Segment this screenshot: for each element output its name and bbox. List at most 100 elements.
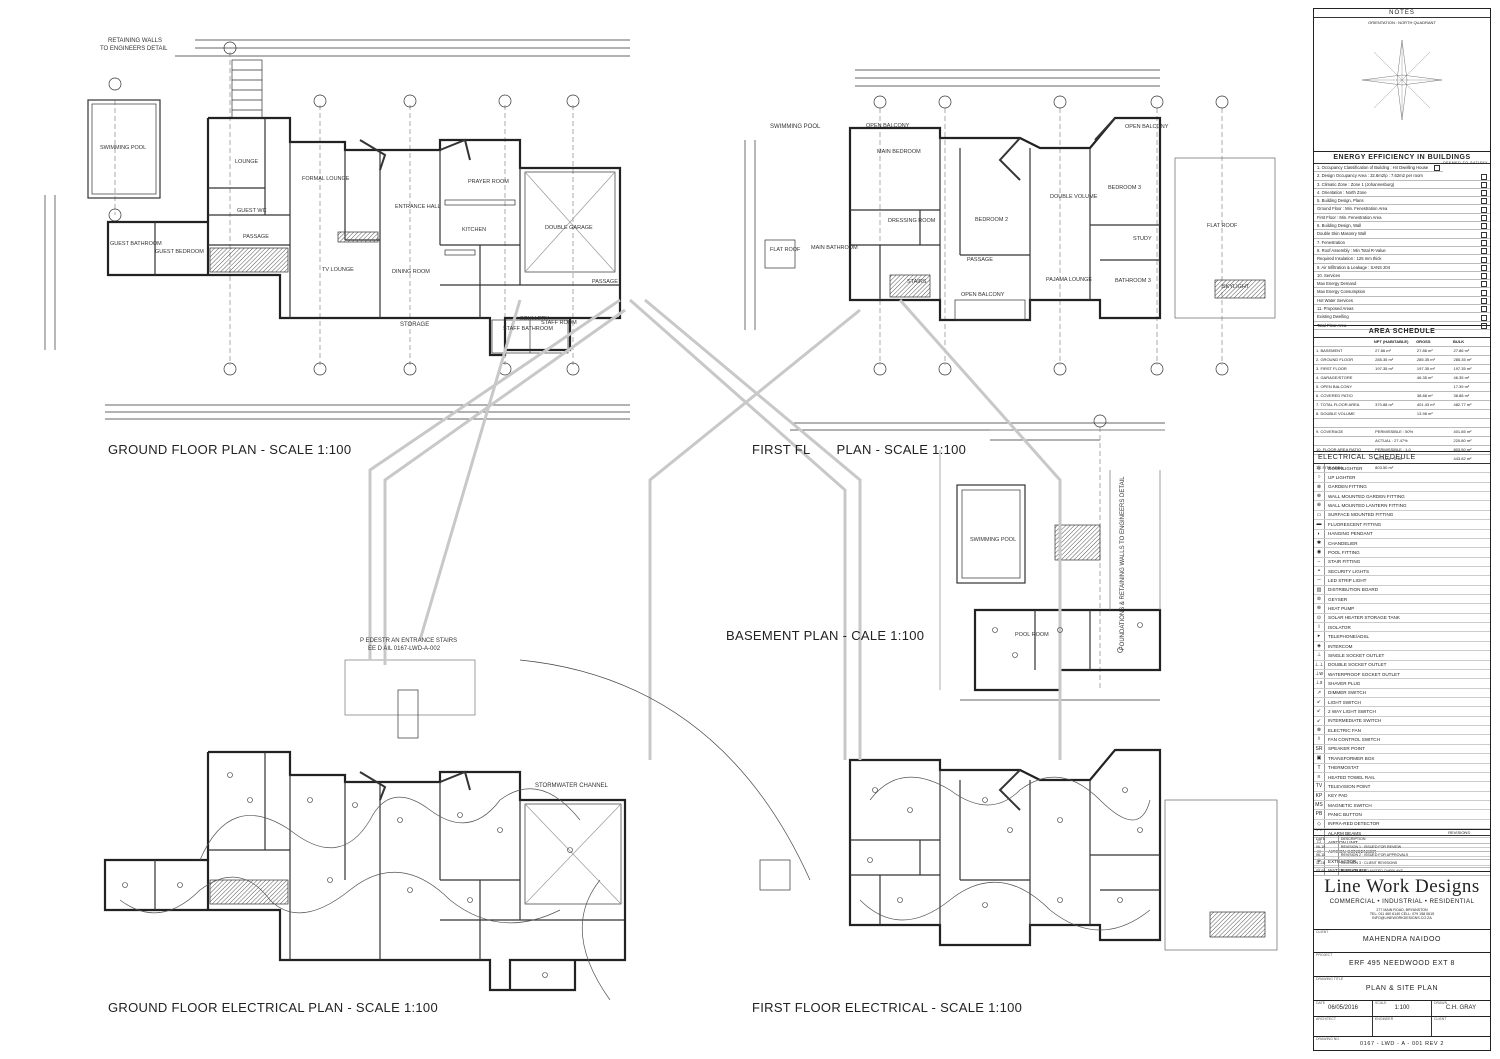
basement-plan-title: BASEMENT PLAN - CALE 1:100	[726, 628, 924, 643]
swimming-pool-ff-note: SWIMMING POOL	[770, 124, 821, 130]
electrical-symbol-icon: ⊙	[1314, 613, 1325, 623]
room-label: GUEST BATHROOM	[110, 241, 162, 247]
area-cell	[1417, 383, 1454, 391]
energy-row: Max Energy Consumption	[1314, 288, 1490, 297]
electrical-row-label: STAIR FITTING	[1328, 559, 1361, 565]
area-cell: 46.35 m²	[1416, 375, 1433, 380]
electrical-symbol-icon: ✱	[1314, 538, 1325, 548]
plan-linework	[44, 39, 1278, 1001]
checkbox-icon	[1481, 181, 1487, 188]
energy-row: Ground Floor : Min. Fenestration Area	[1314, 205, 1490, 214]
room-label: PASSAGE	[967, 257, 993, 263]
area-cell	[1375, 383, 1417, 391]
energy-row: 11. Proposed Areas	[1314, 305, 1490, 314]
electrical-row-label: INTERMEDIATE SWITCH	[1328, 718, 1382, 724]
checkbox-icon	[1481, 306, 1487, 313]
area-cell	[1417, 428, 1454, 436]
electrical-row: ◈INTERCOM	[1314, 641, 1490, 652]
area-cell: 38.88 m²	[1416, 393, 1433, 398]
electrical-symbol-icon: ↗	[1314, 688, 1325, 697]
electrical-row: ▥DISTRIBUTION BOARD	[1314, 585, 1490, 596]
energy-row: 1. Occupancy Classification of Building …	[1314, 164, 1444, 173]
architect-cell: ARCHITECT	[1314, 1017, 1373, 1036]
energy-row: 2. Design Occupancy Area : 32.6m2/p : 7.…	[1314, 172, 1490, 181]
electrical-row: ⊚GEYSER	[1314, 595, 1490, 605]
engineer-label: ENGINEER	[1375, 1017, 1394, 1021]
scale-value: 1:100	[1394, 1005, 1410, 1011]
electrical-row-label: ELECTRIC FAN	[1328, 727, 1361, 733]
checkbox-icon	[1481, 223, 1487, 230]
checkbox-icon	[1481, 190, 1487, 197]
electrical-row-label: WALL MOUNTED GARDEN FITTING	[1328, 493, 1405, 499]
checkbox-icon	[1481, 215, 1487, 222]
area-head-cell: BULK	[1453, 339, 1465, 344]
electrical-row-label: DOUBLE SOCKET OUTLET	[1328, 662, 1387, 668]
checkbox-icon	[1481, 206, 1487, 213]
electrical-row-label: HEATED TOWEL RAIL	[1328, 774, 1376, 780]
room-label: DOUBLE VOLUME	[1050, 194, 1098, 200]
electrical-symbol-icon: ⊕	[1314, 492, 1325, 501]
room-label: BEDROOM 2	[975, 217, 1009, 223]
energy-row-text: Existing Dwelling	[1317, 314, 1349, 320]
basement-plan-title-tail: CALE 1:100	[851, 628, 925, 643]
revision-cell: 06-10	[1314, 844, 1339, 851]
drawing-title: PLAN & SITE PLAN	[1365, 985, 1439, 992]
electrical-symbol-icon: TV	[1314, 782, 1325, 791]
electrical-symbol-icon: ⊗	[1314, 857, 1325, 866]
energy-row: Required Insulation : 125 mm thick	[1314, 255, 1490, 264]
architect-label: ARCHITECT	[1316, 1017, 1337, 1021]
company-email: INFO@LINEWORKDESIGNS.CO.ZA	[1372, 916, 1432, 920]
room-label: FORMAL LOUNGE	[302, 176, 350, 182]
revision-cell: DATE	[1314, 836, 1339, 843]
electrical-row-label: DISTRIBUTION BOARD	[1328, 587, 1379, 593]
drawn-value: C.H. GRAY	[1445, 1005, 1477, 1011]
electrical-row: ✱CHANDELIER	[1314, 538, 1490, 549]
energy-row-text: 6. Building Design, Wall	[1317, 223, 1362, 229]
area-cell	[1314, 437, 1375, 445]
north-compass-icon	[1361, 39, 1443, 121]
electrical-row: ◊FAN CONTROL SWITCH	[1314, 735, 1490, 745]
electrical-row: ⊕WALL MOUNTED LANTERN FITTING	[1314, 501, 1490, 511]
checkbox-icon	[1481, 248, 1487, 255]
electrical-row-label: MAGNETIC SWITCH	[1328, 802, 1372, 808]
room-label: SWIMMING POOL	[970, 537, 1017, 543]
electrical-row: ⌒ALARM BEAMS	[1314, 829, 1490, 839]
checkbox-icon	[1481, 256, 1487, 263]
electrical-row-label: ISOLATOR	[1328, 624, 1351, 630]
retaining-walls-note: RETAINING WALLS	[108, 38, 163, 44]
room-label: PAJAMA LOUNGE	[1046, 277, 1093, 283]
electrical-row: ▭AIRCON UNIT	[1314, 838, 1490, 848]
basement-plan	[939, 414, 1165, 701]
area-cell: 401.85 m²	[1453, 429, 1472, 434]
electrical-row-label: SPEAKER POINT	[1328, 746, 1366, 752]
electrical-rows: ◎DOWNLIGHTER○UP LIGHTER⊗GARDEN FITTING⊕W…	[1314, 464, 1490, 876]
area-cell	[1375, 392, 1417, 400]
area-cell: 46.35 m²	[1453, 375, 1470, 380]
electrical-row-label: SOLAR HEATER STORAGE TANK	[1328, 615, 1400, 621]
electrical-row-label: GARDEN FITTING	[1328, 484, 1367, 490]
electrical-row-label: FAN CONTROL SWITCH	[1328, 737, 1380, 743]
area-row: ACTUAL : 27.47%220.80 m²	[1314, 437, 1490, 446]
drawing-title-label: DRAWING TITLE	[1316, 977, 1344, 981]
electrical-row-label: WALL MOUNTED LANTERN FITTING	[1328, 503, 1407, 509]
room-label: FLAT ROOF	[770, 247, 801, 253]
room-label: BATHROOM 3	[1115, 278, 1151, 284]
electrical-symbol-icon: MS	[1314, 800, 1325, 810]
ground-electrical-plan	[103, 659, 627, 1001]
energy-row: First Floor : Min. Fenestration Area	[1314, 214, 1490, 223]
checkbox-icon	[1434, 165, 1441, 172]
energy-row-text: 8. Roof Assembly : Min Total R-Value	[1317, 247, 1386, 253]
electrical-symbol-icon: ◉	[1314, 548, 1325, 557]
